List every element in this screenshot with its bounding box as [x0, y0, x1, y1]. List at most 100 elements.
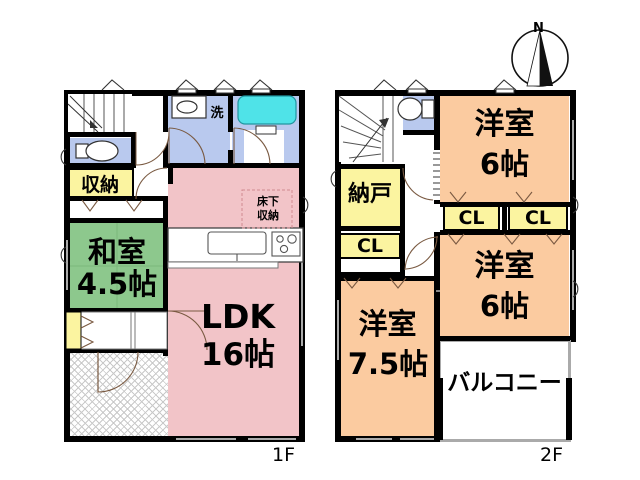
opening-mark-1f-west2: [60, 246, 67, 264]
window-2f-south-a: [356, 438, 392, 440]
nando-fill: [337, 168, 403, 230]
wall-2f-balcony-post-l: [437, 378, 443, 440]
door-swing-ldk: [167, 310, 208, 351]
window-2f-east-a: [572, 120, 574, 180]
roof-mark-2f-c: [493, 79, 517, 94]
room-ldk-name: LDK: [201, 297, 275, 336]
washroom-label: 洗: [210, 106, 224, 121]
storage-closet-1f-label: 収納: [80, 173, 119, 196]
wall-2f-nando-right: [400, 164, 405, 231]
wall-1f-bath-divider-low: [228, 150, 233, 168]
roof-mark-1f-d: [249, 79, 273, 94]
roof-mark-1f-c: [213, 79, 237, 94]
window-2f-inner-mark: [436, 290, 440, 292]
wall-2f-room6b-bottom: [440, 336, 570, 341]
sliding-marks-2f-cl-c: [343, 277, 407, 289]
door-swing-room6b: [404, 236, 439, 271]
hall-closet-yellow: [65, 311, 82, 350]
closet-cl-2f-b[interactable]: CL: [508, 205, 568, 231]
closet-cl-2f-a-label: CL: [458, 207, 485, 229]
balcony-edge-top: [440, 340, 571, 342]
hall-edge-hatch-2f: [433, 150, 440, 200]
door-swing-bath: [233, 127, 271, 165]
opening-mark-1f-east: [302, 196, 309, 214]
underfloor-storage-line2: 収納: [257, 209, 279, 222]
closet-cl-2f-a[interactable]: CL: [443, 205, 500, 231]
closet-cl-2f-c-label: CL: [356, 235, 384, 257]
window-1f-west: [66, 240, 68, 290]
window-1f-east: [301, 250, 303, 346]
wall-1f-hall-right-lower: [163, 196, 168, 356]
wall-2f-right: [570, 90, 576, 342]
bath-step-icon: [255, 125, 277, 135]
wall-2f-stair-bottom: [335, 164, 405, 169]
stairs-icon-2f: [338, 95, 403, 163]
door-swing-entrance: [97, 351, 139, 393]
room-washitsu-size: 4.5帖: [76, 267, 158, 301]
window-1f-south-b: [248, 438, 296, 440]
wall-2f-toilet-bottom: [386, 130, 438, 135]
sink-icon-washroom: [171, 95, 207, 119]
bathtub-icon: [237, 95, 297, 125]
wall-2f-room75-top: [335, 276, 439, 281]
wall-1f-ldk-stub: [168, 168, 173, 184]
kitchen-front-line: [167, 261, 279, 269]
compass-icon: [511, 29, 569, 87]
room-2f-a-name: 洋室: [474, 107, 535, 142]
wall-1f-hall-right-upper: [163, 90, 168, 168]
room-washitsu-name: 和室: [87, 235, 146, 269]
compass-rose: N: [503, 20, 577, 92]
room-2f-b-name: 洋室: [474, 249, 535, 284]
window-2f-south-b: [400, 438, 434, 440]
underfloor-storage-box: [241, 189, 293, 229]
opening-mark-2f-west: [330, 170, 337, 188]
wall-2f-nando-bottom: [335, 226, 405, 231]
wall-1f-storage-bottom: [64, 196, 168, 201]
compass-north-label: N: [533, 21, 544, 36]
closet-cl-2f-c[interactable]: CL: [339, 233, 401, 259]
room-2f-west6a-fill: [440, 92, 569, 204]
room-2f-west6b-fill: [440, 234, 569, 338]
sliding-door-marks-washitsu: [81, 199, 143, 212]
room-ldk-fill-top: [168, 168, 303, 176]
entrance-floor: [66, 352, 168, 440]
opening-mark-2f-east2: [572, 280, 579, 298]
wall-1f-water-bottom: [163, 163, 305, 168]
room-ldk-size: 16帖: [200, 337, 276, 373]
toilet-icon-1f: [75, 140, 119, 162]
room-2f-b-size: 6帖: [479, 289, 530, 323]
underfloor-storage-line1: 床下: [257, 195, 279, 208]
sliding-marks-2f-closet-bot: [447, 233, 563, 245]
closet-cl-2f-b-label: CL: [524, 207, 552, 229]
wall-2f-cl-bottom: [335, 272, 405, 277]
wall-1f-entrance-top: [64, 348, 168, 353]
window-2f-east-b: [572, 250, 574, 310]
wall-2f-closet-divider: [502, 202, 507, 234]
wall-1f-toilet-bottom: [64, 163, 136, 168]
bath-floor-white: [244, 130, 284, 165]
wall-1f-toilet-right: [131, 132, 136, 168]
sliding-door-marks-hall2: [80, 315, 95, 349]
wall-2f-hall-right-upper: [434, 90, 440, 204]
wall-1f-washitsu-bottom: [64, 308, 168, 313]
door-swing-hall-mid: [135, 167, 168, 200]
opening-mark-1f-west: [60, 148, 67, 166]
balcony-label: バルコニー: [447, 370, 562, 396]
floor-caption-2f: 2F: [540, 444, 564, 466]
door-swing-nando: [402, 167, 434, 201]
wall-2f-cl-right: [400, 231, 405, 277]
window-1f-south-a: [176, 438, 236, 440]
window-2f-west: [337, 300, 339, 360]
room-2f-a-size: 6帖: [479, 147, 530, 181]
door-swing-washroom: [168, 127, 206, 165]
wall-1f-washitsu-top: [64, 218, 168, 223]
hall-closet-lines: [80, 311, 168, 350]
wall-1f-stair-bottom: [64, 132, 136, 137]
room-2f-c-name: 洋室: [358, 307, 417, 341]
floor-caption-1f: 1F: [272, 444, 296, 466]
stairs-icon-1f: [67, 94, 132, 133]
kitchen-counter-icon: [167, 227, 304, 263]
room-2f-c-size: 7.5帖: [347, 347, 429, 381]
